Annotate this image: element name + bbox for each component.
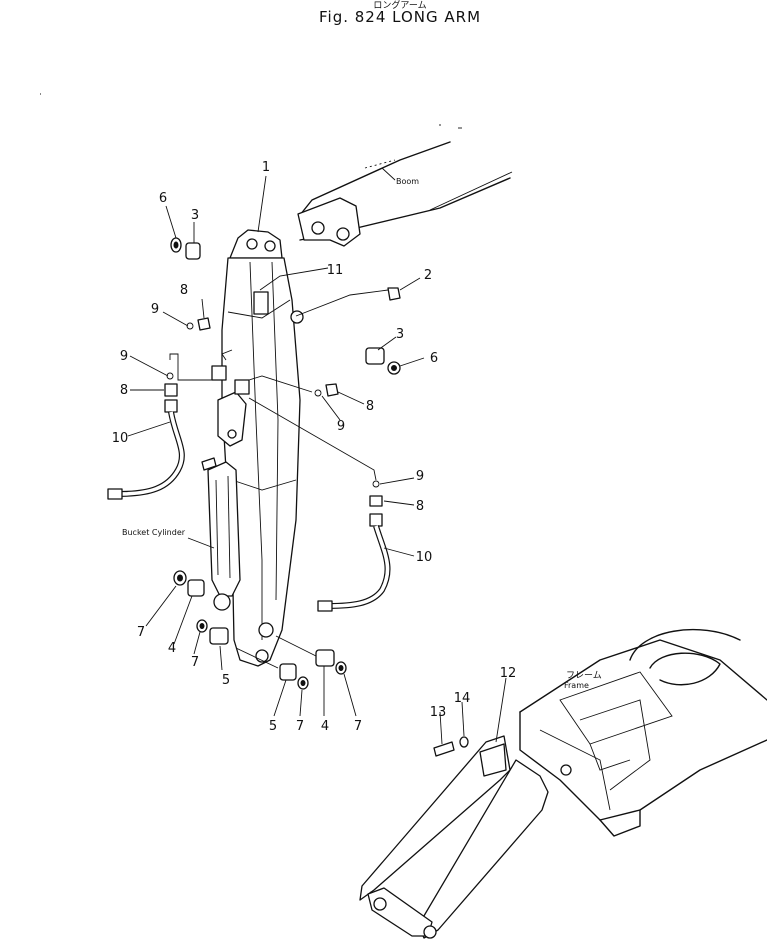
callout-12: 12 bbox=[500, 666, 517, 681]
frame-drawing: フレーム Frame bbox=[519, 628, 767, 837]
bucket-cylinder-drawing: Bucket Cylinder bbox=[122, 457, 241, 611]
callout-2: 2 bbox=[424, 268, 432, 283]
callout-8-c: 8 bbox=[366, 399, 374, 414]
label-boom: Boom bbox=[396, 177, 419, 186]
callout-9-d: 9 bbox=[416, 469, 424, 484]
stay-drawing bbox=[359, 735, 549, 939]
callout-4-left: 4 bbox=[168, 641, 176, 656]
callout-14: 14 bbox=[454, 691, 471, 706]
callout-9-a: 9 bbox=[151, 302, 159, 317]
callout-4-right: 4 bbox=[321, 719, 329, 734]
callout-13: 13 bbox=[430, 705, 447, 720]
callout-8-b: 8 bbox=[120, 383, 128, 398]
lower-bushings bbox=[173, 570, 347, 690]
callout-3-right: 3 bbox=[396, 327, 404, 342]
callout-3-top: 3 bbox=[191, 208, 199, 223]
title-japanese: ロングアーム bbox=[373, 0, 426, 11]
callout-10-left: 10 bbox=[112, 431, 129, 446]
label-frame-jp: フレーム bbox=[566, 670, 602, 681]
label-frame: Frame bbox=[564, 681, 589, 690]
callout-1: 1 bbox=[262, 160, 270, 175]
callout-7-b: 7 bbox=[191, 655, 199, 670]
callout-7-c: 7 bbox=[296, 719, 304, 734]
upper-bushings bbox=[170, 237, 401, 375]
callout-6-right: 6 bbox=[430, 351, 438, 366]
callout-5-left: 5 bbox=[222, 673, 230, 688]
callout-9-b: 9 bbox=[120, 349, 128, 364]
callout-9-c: 9 bbox=[337, 419, 345, 434]
callout-7-a: 7 bbox=[137, 625, 145, 640]
label-bucket-cylinder: Bucket Cylinder bbox=[122, 528, 186, 537]
fittings-and-hoses bbox=[107, 287, 401, 612]
callout-10-right: 10 bbox=[416, 550, 433, 565]
callout-5-right: 5 bbox=[269, 719, 277, 734]
callout-6-top: 6 bbox=[159, 191, 167, 206]
callout-numbers: 1 2 3 3 4 4 5 5 6 6 7 7 7 7 8 8 8 8 9 9 … bbox=[112, 160, 517, 734]
leader-lines bbox=[40, 93, 507, 745]
arm-drawing bbox=[211, 229, 304, 667]
callout-8-a: 8 bbox=[180, 283, 188, 298]
boom-drawing: Boom bbox=[297, 141, 513, 247]
callout-11: 11 bbox=[327, 263, 344, 278]
figure-title: Fig. 824 LONG ARM bbox=[319, 8, 481, 26]
callout-8-d: 8 bbox=[416, 499, 424, 514]
callout-7-d: 7 bbox=[354, 719, 362, 734]
